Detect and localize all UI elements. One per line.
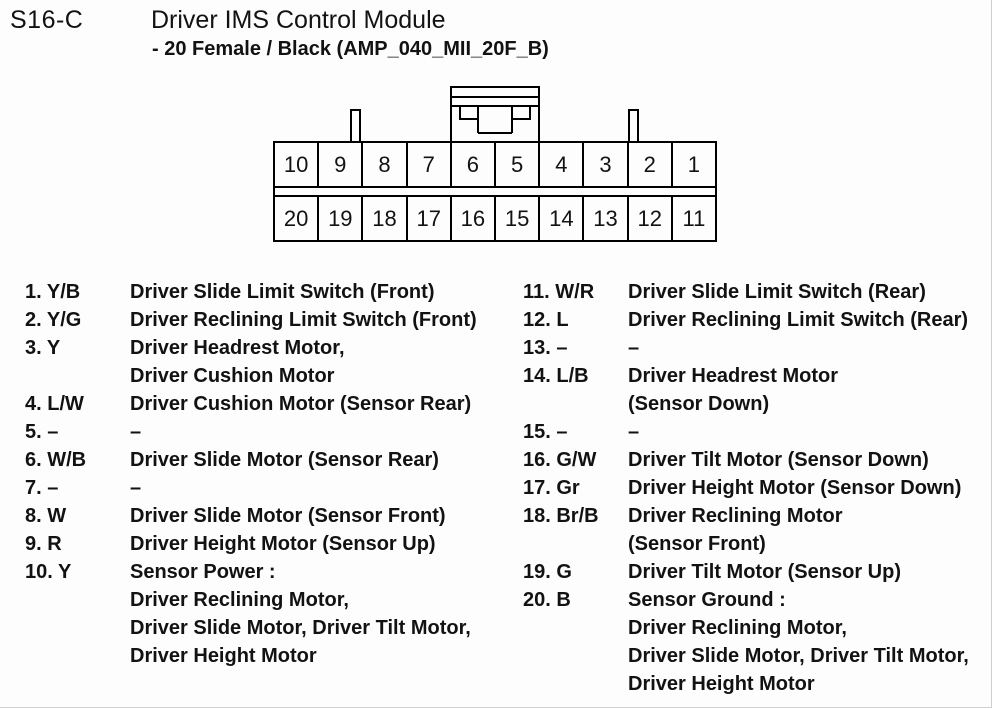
pin-description: Driver Slide Limit Switch (Rear) [628,281,926,303]
pin-row-7: 7. – – [25,474,477,502]
pin-row-2: 2. Y/G Driver Reclining Limit Switch (Fro… [25,306,477,334]
pin-cell-14: 14 [540,197,585,240]
pin-label: 13. – [523,337,568,359]
pin-description: Driver Reclining Limit Switch (Front) [130,309,477,331]
pin-cell-8: 8 [363,143,408,186]
connector-top-row: 10 9 8 7 6 5 4 3 2 1 [275,143,715,186]
pin-cell-11: 11 [682,206,706,231]
pin-cell-7: 7 [408,143,452,186]
pin-cell-18: 18 [363,197,408,240]
pin-description: Driver Tilt Motor (Sensor Up) [628,561,901,583]
pin-description: Driver Reclining Limit Switch (Rear) [628,309,969,331]
pin-label: 3. Y [25,337,61,359]
pin-label: 5. – [25,421,59,443]
connector-code: S16-C [10,6,84,34]
pin-cell-19: 19 [319,197,364,240]
connector-bottom-row: 20 19 18 17 16 15 14 13 12 11 [275,197,715,240]
pin-description: Driver Height Motor (Sensor Up) [130,533,436,555]
pin-description: Driver Slide Motor (Sensor Front) [130,505,446,527]
pin-label: 14. L/B [523,365,589,387]
pin-row-11: 11. W/R Driver Slide Limit Switch (Rear) [523,278,969,306]
pin-label: 1. Y/B [25,281,81,303]
pin-cell-15: 15 [496,197,541,240]
pin-description: Sensor Power : Driver Reclining Motor, D… [130,561,471,667]
pin-label: 9. R [25,533,62,555]
pin-row-14: 14. L/B Driver Headrest Motor (Sensor Dow… [523,362,969,418]
pin-description: Driver Cushion Motor (Sensor Rear) [130,393,472,415]
pin-label: 15. – [523,421,568,443]
pin-row-10: 10. Y Sensor Power : Driver Reclining Mot… [25,558,477,670]
pin-cell-2: 2 [629,143,673,186]
pin-row-12: 12. L Driver Reclining Limit Switch (Rear… [523,306,969,334]
pin-label: 11. W/R [523,281,595,303]
connector-key-tab-right [628,109,639,141]
connector-latch-icon [450,86,540,143]
pin-cell-5: 5 [496,143,541,186]
pin-label: 2. Y/G [25,309,82,331]
pin-label: 16. G/W [523,449,597,471]
pin-description: Driver Slide Limit Switch (Front) [130,281,435,303]
pin-description: Sensor Ground : Driver Reclining Motor, … [628,589,969,695]
pin-label: 12. L [523,309,569,331]
pin-label: 4. L/W [25,393,84,415]
pin-cell-16: 16 [452,197,497,240]
pin-cell-6: 6 [452,143,497,186]
pin-cell-20: 20 [275,197,320,240]
pin-row-8: 8. W Driver Slide Motor (Sensor Front) [25,502,477,530]
pin-description: Driver Headrest Motor, Driver Cushion Mo… [130,337,345,387]
pin-label: 8. W [25,505,67,527]
pin-label: 19. G [523,561,572,583]
pin-row-19: 19. G Driver Tilt Motor (Sensor Up) [523,558,969,586]
pin-row-6: 6. W/B Driver Slide Motor (Sensor Rear) [25,446,477,474]
pin-description: – [130,421,142,443]
pin-label: 10. Y [25,561,72,583]
pin-description: – [628,337,640,359]
pin-cell-3: 3 [584,143,629,186]
pin-label: 6. W/B [25,449,87,471]
pin-row-3: 3. Y Driver Headrest Motor, Driver Cushio… [25,334,477,390]
pin-cell-10: 10 [275,143,320,186]
pin-row-13: 13. – – [523,334,969,362]
pin-row-18: 18. Br/B Driver Reclining Motor (Sensor F… [523,502,969,558]
pin-description: – [130,477,142,499]
pin-row-17: 17. Gr Driver Height Motor (Sensor Down) [523,474,969,502]
pin-label: 17. Gr [523,477,580,499]
pin-label: 20. B [523,589,571,611]
pin-cell-1: 1 [687,152,701,177]
connector-diagram: 10 9 8 7 6 5 4 3 2 1 20 19 18 17 16 15 1… [273,141,717,242]
pin-row-1: 1. Y/B Driver Slide Limit Switch (Front) [25,278,477,306]
connector-row-divider [275,186,715,197]
pin-row-15: 15. – – [523,418,969,446]
pin-row-5: 5. – – [25,418,477,446]
pin-description: Driver Height Motor (Sensor Down) [628,477,962,499]
pin-cell-17: 17 [408,197,452,240]
pin-row-9: 9. R Driver Height Motor (Sensor Up) [25,530,477,558]
pin-row-20: 20. B Sensor Ground : Driver Reclining Mo… [523,586,969,698]
pin-description: Driver Reclining Motor (Sensor Front) [628,505,843,555]
pin-description: Driver Headrest Motor (Sensor Down) [628,365,839,415]
connector-subtitle: - 20 Female / Black (AMP_040_MII_20F_B) [152,38,549,60]
pin-label: 18. Br/B [523,505,599,527]
pin-description: Driver Slide Motor (Sensor Rear) [130,449,439,471]
pin-description: Driver Tilt Motor (Sensor Down) [628,449,929,471]
pin-cell-9: 9 [319,143,364,186]
pin-cell-4: 4 [540,143,585,186]
pin-label: 7. – [25,477,59,499]
page-title: Driver IMS Control Module [151,6,446,34]
pin-cell-12: 12 [629,197,673,240]
pin-cell-13: 13 [584,197,629,240]
pin-row-16: 16. G/W Driver Tilt Motor (Sensor Down) [523,446,969,474]
pin-row-4: 4. L/W Driver Cushion Motor (Sensor Rear) [25,390,477,418]
pin-description: – [628,421,640,443]
connector-key-tab-left [350,109,361,141]
